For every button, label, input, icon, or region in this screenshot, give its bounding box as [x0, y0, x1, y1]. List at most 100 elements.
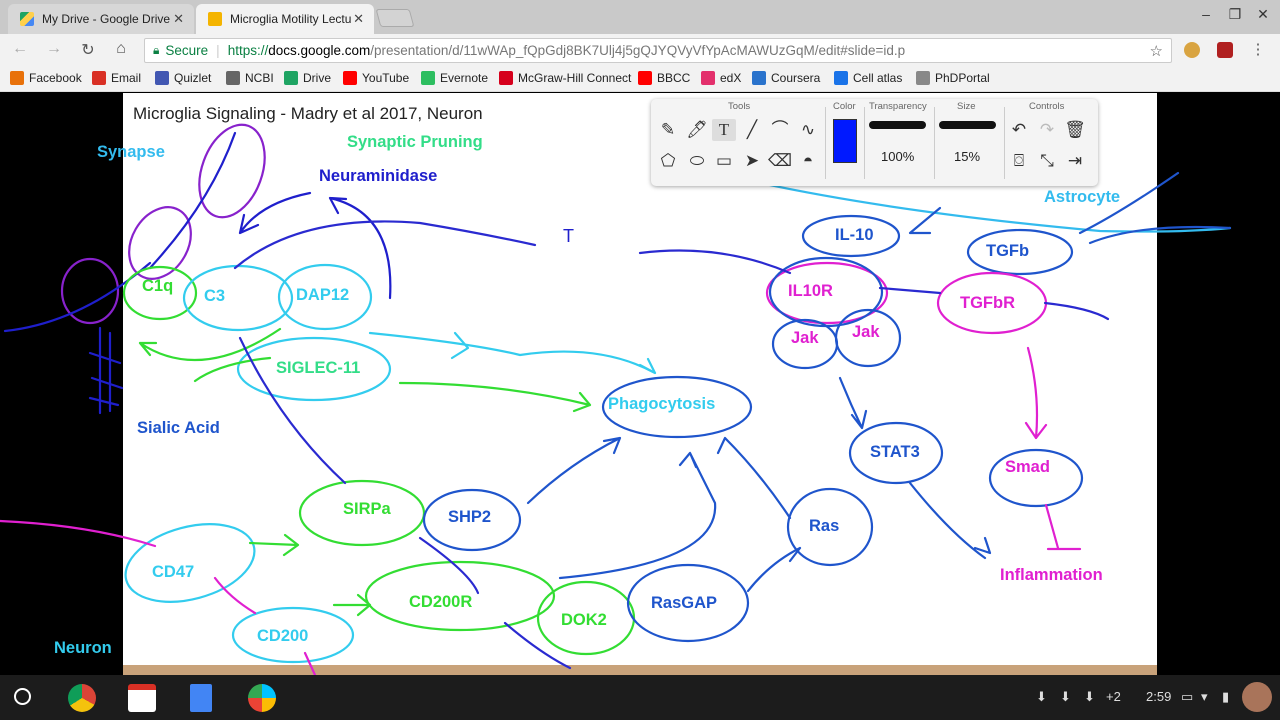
bookmark-youtube[interactable]: YouTube	[343, 71, 409, 85]
undo-icon[interactable]: ↶	[1011, 120, 1027, 139]
notification-count[interactable]: +2	[1106, 689, 1121, 704]
bookmark-coursera[interactable]: Coursera	[752, 71, 820, 85]
home-icon[interactable]: ⌂	[116, 40, 126, 57]
download-icon[interactable]: ⬇	[1060, 689, 1071, 704]
dap12-outline	[277, 263, 373, 331]
label-sialic-acid: Sialic Acid	[137, 419, 220, 437]
chrome-menu-icon[interactable]: ⋮	[1250, 41, 1266, 58]
redo-icon[interactable]: ↷	[1039, 120, 1055, 139]
smad-inhibits-inflammation	[1044, 503, 1082, 551]
download-icon[interactable]: ⬇	[1084, 689, 1095, 704]
label-phagocytosis: Phagocytosis	[608, 395, 716, 413]
bookmark-bbcc[interactable]: BBCC	[638, 71, 690, 85]
bookmark-edx[interactable]: edX	[701, 71, 741, 85]
bookmark-star-icon[interactable]: ☆	[1149, 43, 1163, 60]
download-icon[interactable]: ⬇	[1036, 689, 1047, 704]
bookmark-quizlet[interactable]: Quizlet	[155, 71, 211, 85]
tgfbr-link-stroke	[1043, 301, 1110, 321]
wifi-icon[interactable]: ▾	[1201, 689, 1208, 704]
bookmark-email[interactable]: Email	[92, 71, 141, 85]
battery-icon[interactable]: ▮	[1222, 689, 1230, 704]
bookmark-facebook[interactable]: Facebook	[10, 71, 82, 85]
tools-header: Tools	[728, 101, 751, 112]
eraser-icon[interactable]: ⌫	[768, 151, 793, 170]
bookmark-ncbi[interactable]: NCBI	[226, 71, 274, 85]
exit-icon[interactable]: ⇥	[1067, 151, 1083, 170]
cd200r-outline	[364, 560, 556, 632]
resize-icon[interactable]: ⤡	[1040, 151, 1054, 170]
bookmark-label: NCBI	[245, 71, 274, 85]
film-extension-icon[interactable]	[1217, 42, 1233, 58]
siglec-to-phagocytosis-arrow	[398, 381, 592, 413]
back-arrow-icon[interactable]: ←	[12, 40, 28, 57]
neuraminidase-arrow	[328, 196, 392, 300]
curve-tool-icon[interactable]: ∿	[800, 120, 816, 139]
tab-microglia-lecture[interactable]: Microglia Motility Lectur ✕	[196, 4, 374, 34]
screen-icon[interactable]: ▭	[1181, 689, 1194, 704]
gmail-icon[interactable]	[128, 684, 156, 712]
label-synaptic-pruning: Synaptic Pruning	[347, 133, 483, 151]
forward-arrow-icon[interactable]: →	[46, 40, 62, 57]
color-swatch[interactable]	[833, 119, 857, 163]
avatar[interactable]	[1242, 682, 1272, 712]
bookmark-mcgraw-hill-connect[interactable]: McGraw-Hill Connect	[499, 71, 631, 85]
line-tool-icon[interactable]: ╱	[746, 120, 758, 139]
ncbi-icon	[226, 71, 240, 85]
close-window-icon[interactable]: ✕	[1257, 6, 1269, 22]
maximize-icon[interactable]: ❐	[1228, 6, 1242, 22]
label-ras: Ras	[809, 517, 840, 535]
c1q-outline	[122, 265, 198, 321]
pencil-icon[interactable]: ✎	[660, 120, 676, 139]
google-docs-icon[interactable]	[190, 684, 212, 712]
tab-strip: My Drive - Google Drive ✕ Microglia Moti…	[0, 0, 1280, 34]
synapse-link-stroke	[638, 249, 792, 275]
select-cursor-icon[interactable]: ➤	[744, 151, 760, 170]
close-tab-icon[interactable]: ✕	[353, 11, 364, 26]
slide-canvas[interactable]	[123, 93, 1157, 675]
transparency-value: 100%	[881, 149, 915, 164]
rectangle-tool-icon[interactable]: ▭	[715, 151, 733, 170]
clear-page-icon[interactable]: 🗑︎	[1064, 120, 1086, 139]
size-slider[interactable]	[939, 121, 996, 129]
synapse-terminal-outline	[198, 123, 266, 219]
cookie-extension-icon[interactable]	[1184, 42, 1200, 58]
size-value: 15%	[954, 149, 981, 164]
controls-header: Controls	[1029, 101, 1065, 112]
bookmark-evernote[interactable]: Evernote	[421, 71, 488, 85]
address-bar[interactable]: 🔒︎ Secure | https:// docs.google.com /pr…	[144, 38, 1172, 63]
lock-icon: 🔒︎	[153, 43, 160, 57]
new-tab-button[interactable]	[375, 9, 415, 27]
fill-bucket-icon[interactable]: ◓	[802, 151, 814, 170]
ellipse-tool-icon[interactable]: ⬭	[689, 151, 705, 170]
clock[interactable]: 2:59	[1146, 689, 1172, 704]
tab-google-drive[interactable]: My Drive - Google Drive ✕	[8, 4, 194, 34]
text-tool-icon[interactable]: T	[712, 119, 736, 141]
arc-tool-icon[interactable]: ⌒	[771, 120, 789, 139]
os-taskbar: ⬇ ⬇ ⬇ +2 2:59 ▭ ▾ ▮	[0, 675, 1280, 720]
minimize-icon[interactable]: –	[1202, 6, 1210, 22]
bookmark-cell-atlas[interactable]: Cell atlas	[834, 71, 902, 85]
camera-icon[interactable]: ⌼	[1013, 151, 1025, 170]
phdportal-icon	[916, 71, 930, 85]
close-tab-icon[interactable]: ✕	[173, 11, 184, 26]
transparency-slider[interactable]	[869, 121, 926, 129]
bookmark-drive[interactable]: Drive	[284, 71, 331, 85]
url-path: /presentation/d/11wWAp_fQpGdj8BK7Ulj4j5g…	[370, 43, 906, 58]
rasgap-outline	[626, 563, 750, 643]
google-drive-icon	[20, 12, 34, 26]
url-scheme: https://	[227, 43, 269, 58]
cd200r-link-stroke	[503, 621, 572, 670]
bookmark-phdportal[interactable]: PhDPortal	[916, 71, 990, 85]
dok2-to-phagocytosis-arrow	[558, 451, 717, 580]
bookmark-label: Coursera	[771, 71, 821, 85]
chrome-icon[interactable]	[68, 684, 96, 712]
label-dap12: DAP12	[296, 286, 350, 304]
google-play-icon[interactable]	[248, 684, 276, 712]
stat3-to-inflammation-arrow	[908, 481, 992, 560]
polygon-tool-icon[interactable]: ⬠	[660, 151, 676, 170]
reload-icon[interactable]: ↻	[81, 42, 95, 59]
bookmark-label: Quizlet	[174, 71, 212, 85]
marker-icon[interactable]: 🖊︎	[686, 120, 708, 139]
label-cd47: CD47	[152, 563, 195, 581]
launcher-icon[interactable]	[14, 688, 31, 705]
